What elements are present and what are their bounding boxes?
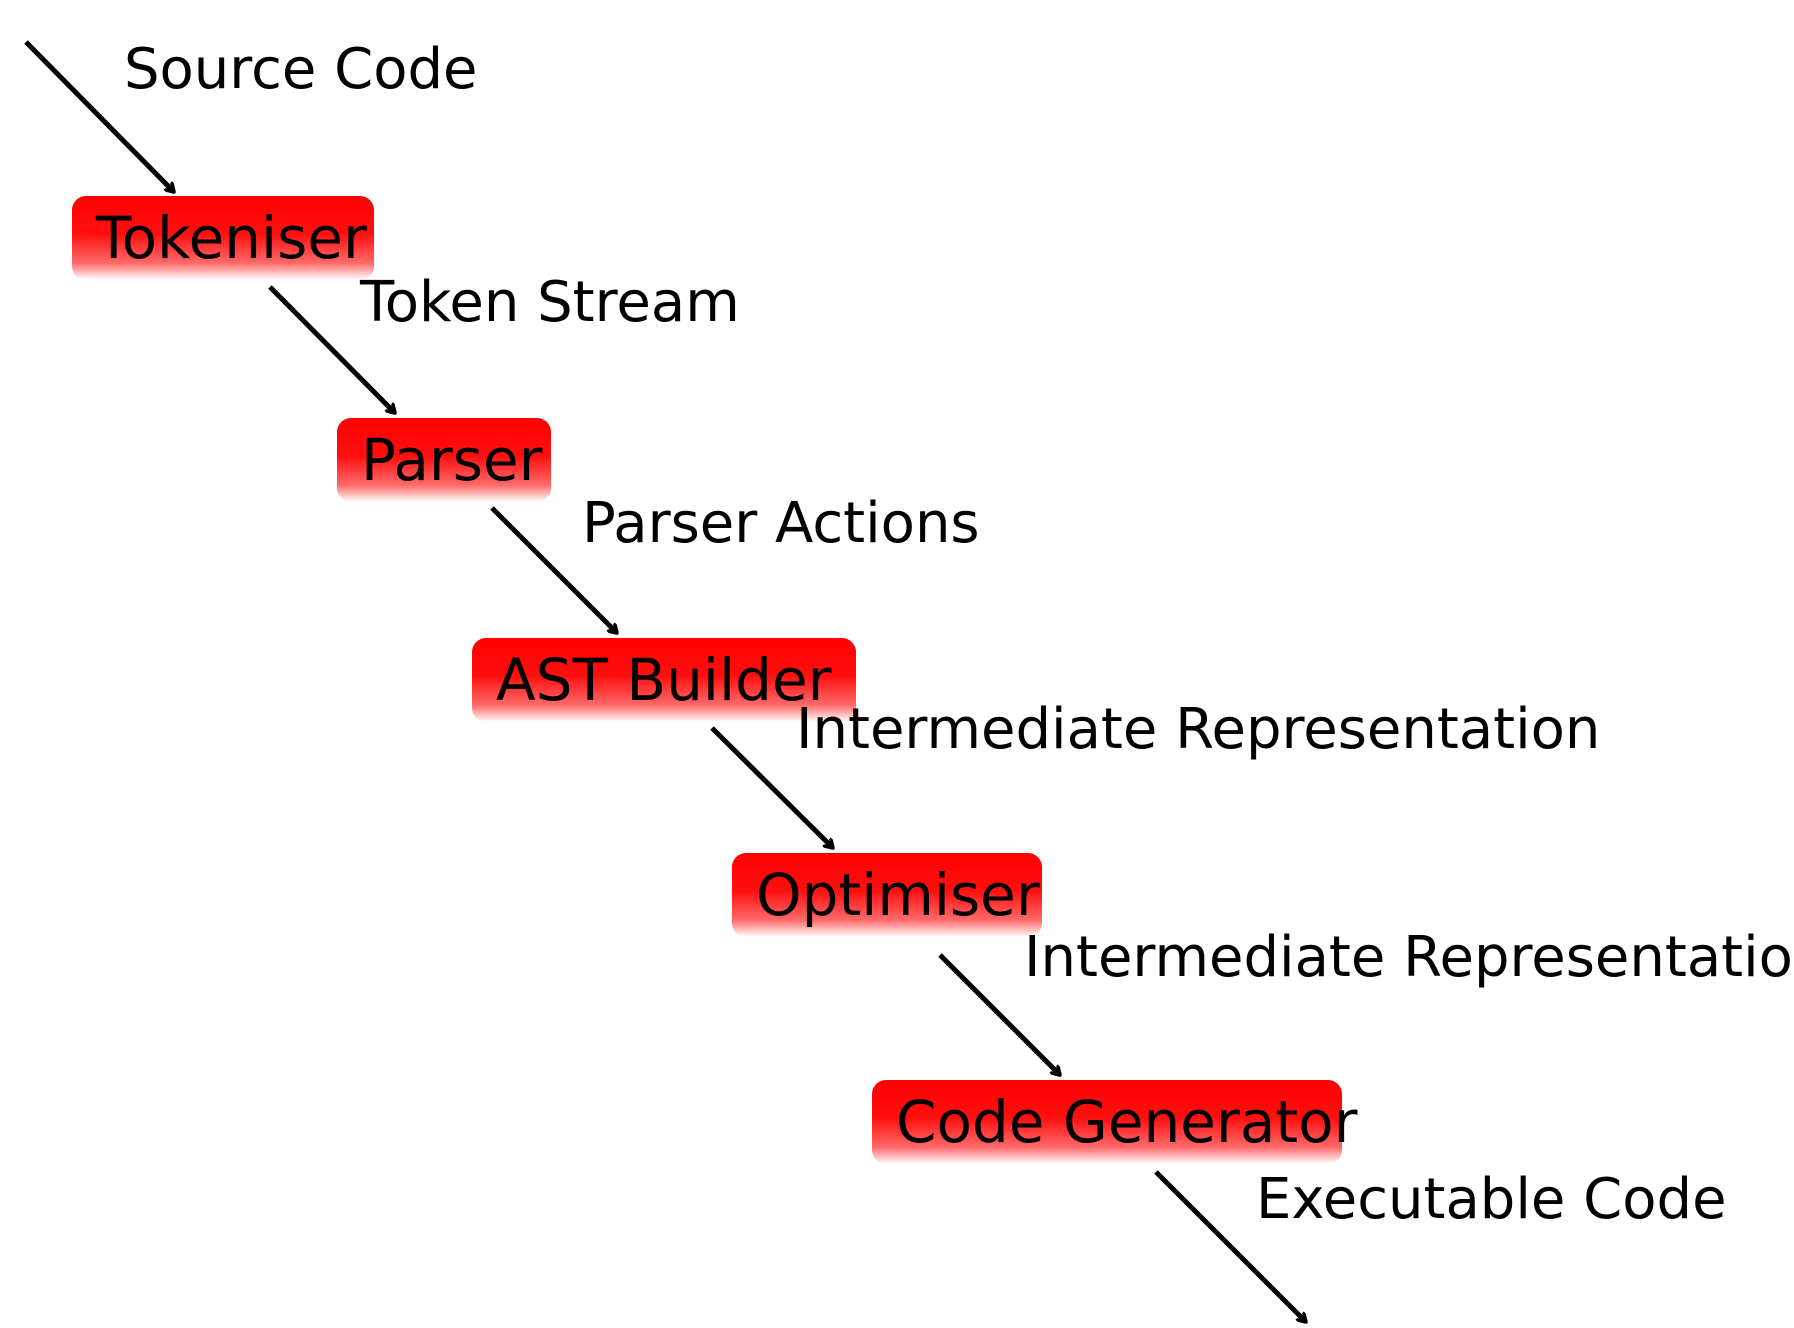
arrow-parser-to-ast-builder (490, 506, 619, 635)
arrow-optimiser-to-code-generator (938, 953, 1062, 1077)
arrow-source-to-tokeniser (24, 40, 176, 194)
arrow-tokeniser-to-parser (268, 285, 397, 415)
flow-label-intermediate-representation-1: Intermediate Representation (796, 697, 1601, 762)
stage-tokeniser: Tokeniser (72, 196, 374, 280)
flow-label-parser-actions: Parser Actions (582, 491, 980, 556)
flow-label-executable-code: Executable Code (1256, 1167, 1727, 1232)
flow-label-source-code: Source Code (124, 37, 478, 102)
arrow-ast-builder-to-optimiser (710, 726, 835, 850)
stage-optimiser: Optimiser (732, 853, 1042, 937)
flow-label-intermediate-representation-2: Intermediate Representation (1024, 925, 1794, 990)
flow-label-token-stream: Token Stream (360, 270, 740, 335)
stage-parser: Parser (337, 418, 551, 502)
stage-code-generator: Code Generator (872, 1080, 1357, 1164)
arrow-code-generator-to-output (1154, 1170, 1308, 1324)
stage-ast-builder: AST Builder (472, 638, 856, 722)
